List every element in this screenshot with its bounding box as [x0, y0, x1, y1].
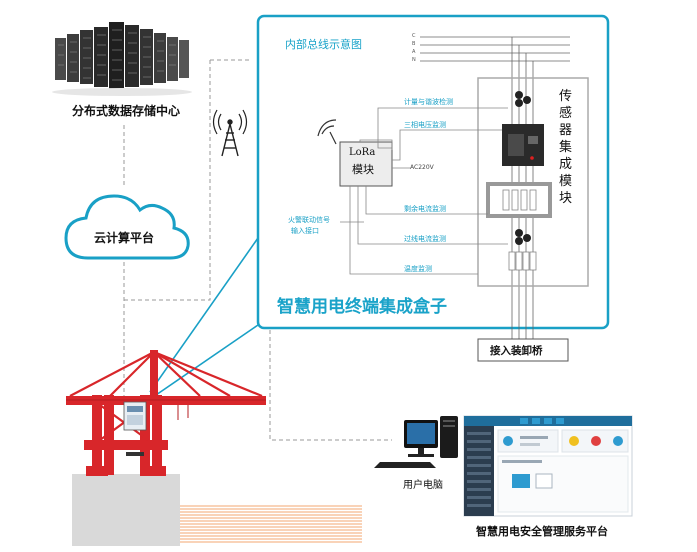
signal-voltage: 三相电压监测 [404, 121, 446, 129]
platform-screenshot-image [463, 415, 633, 517]
signal-overcurrent: 过线电流监测 [404, 235, 446, 243]
terminal-box [477, 338, 569, 362]
sensor-module-box [477, 77, 589, 287]
residual-ct-icon [486, 182, 552, 218]
lora-line1: LoRa [349, 147, 376, 158]
lora-module-box [339, 141, 393, 187]
computer-icon [374, 416, 458, 468]
data-center-label: 分布式数据存储中心 [72, 104, 181, 118]
dashed-connections [123, 59, 392, 441]
fire-signal-line2: 输入接口 [291, 227, 319, 235]
lora-line2: 模块 [352, 163, 374, 176]
antenna-tower-icon [212, 109, 248, 157]
coil-icons [515, 91, 531, 245]
sensor-module-label: 传感器集成模块 [559, 89, 573, 206]
signal-metering: 计量与谐波检测 [404, 98, 453, 106]
pc-label: 用户电脑 [403, 480, 443, 491]
signal-lines [340, 107, 508, 275]
terminal-label: 接入装卸桥 [490, 345, 543, 357]
cloud-icon [64, 194, 190, 260]
fuse-icons [508, 251, 537, 271]
cloud-label: 云计算平台 [94, 231, 155, 245]
bus-label-c: C [412, 33, 416, 39]
platform-label: 智慧用电安全管理服务平台 [476, 525, 608, 538]
bus-lines [420, 36, 570, 62]
wifi-icon [317, 119, 337, 145]
bus-label-a: A [412, 49, 416, 55]
inset-frame [256, 14, 610, 330]
bus-label-n: N [412, 57, 416, 63]
inset-bottom-title: 智慧用电终端集成盒子 [277, 297, 447, 317]
fire-signal-line1: 火警联动信号 [288, 216, 330, 224]
crane-icon [66, 350, 266, 546]
ac-label: AC220V [410, 164, 434, 171]
inset-title: 内部总线示意图 [285, 38, 362, 51]
signal-residual: 剩余电流监测 [404, 205, 446, 213]
signal-temperature: 温度监测 [404, 265, 432, 273]
container-stack [180, 505, 362, 543]
bus-label-b: B [412, 41, 416, 47]
server-rack-icon [52, 22, 192, 96]
breaker-icon [502, 124, 544, 166]
